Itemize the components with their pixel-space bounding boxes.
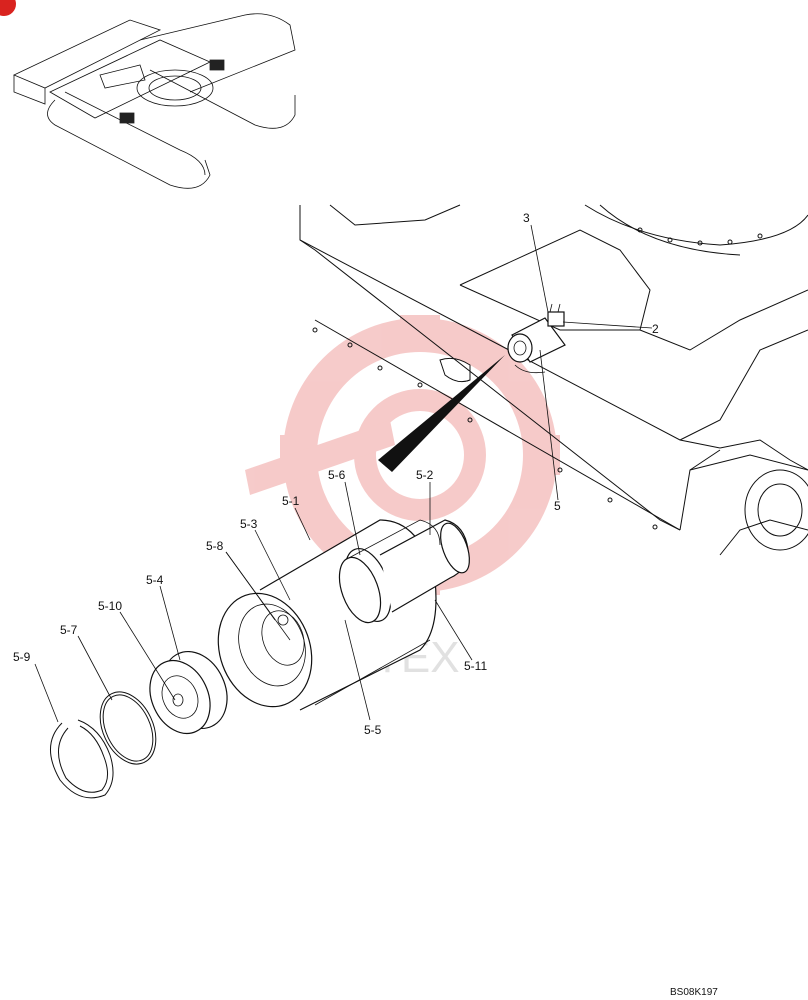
callout-5-1: 5-1 bbox=[282, 494, 300, 508]
callout-5-11: 5-11 bbox=[464, 659, 487, 673]
snap-ring-5-9 bbox=[50, 719, 114, 799]
callout-5-9: 5-9 bbox=[13, 650, 31, 664]
exploded-parts bbox=[50, 519, 470, 799]
callout-5-4: 5-4 bbox=[146, 573, 164, 587]
callout-5-5: 5-5 bbox=[364, 723, 382, 737]
callout-2: 2 bbox=[652, 322, 659, 336]
callout-5-7: 5-7 bbox=[60, 623, 78, 637]
corner-badge-icon bbox=[0, 0, 16, 16]
callout-3: 3 bbox=[523, 211, 530, 225]
solenoid-assembly bbox=[507, 303, 566, 374]
callout-labels: 3 2 5 5-1 5-6 5-2 5-3 5-8 5-4 5-10 5-7 5… bbox=[13, 211, 659, 737]
pointer-arrow bbox=[378, 355, 505, 472]
drawing-code: BS08K197 bbox=[670, 987, 718, 998]
track-frame bbox=[299, 204, 808, 556]
overview-thumbnail bbox=[13, 13, 296, 189]
cover-5-4 bbox=[149, 650, 228, 735]
o-ring-5-7 bbox=[99, 691, 157, 765]
callout-5-10: 5-10 bbox=[98, 599, 122, 613]
callout-5-2: 5-2 bbox=[416, 468, 434, 482]
callout-5-8: 5-8 bbox=[206, 539, 224, 553]
callout-5-6: 5-6 bbox=[328, 468, 346, 482]
callout-5-3: 5-3 bbox=[240, 517, 258, 531]
callout-5: 5 bbox=[554, 499, 561, 513]
leader-lines bbox=[34, 224, 653, 723]
shaft-5-2 bbox=[338, 519, 470, 624]
